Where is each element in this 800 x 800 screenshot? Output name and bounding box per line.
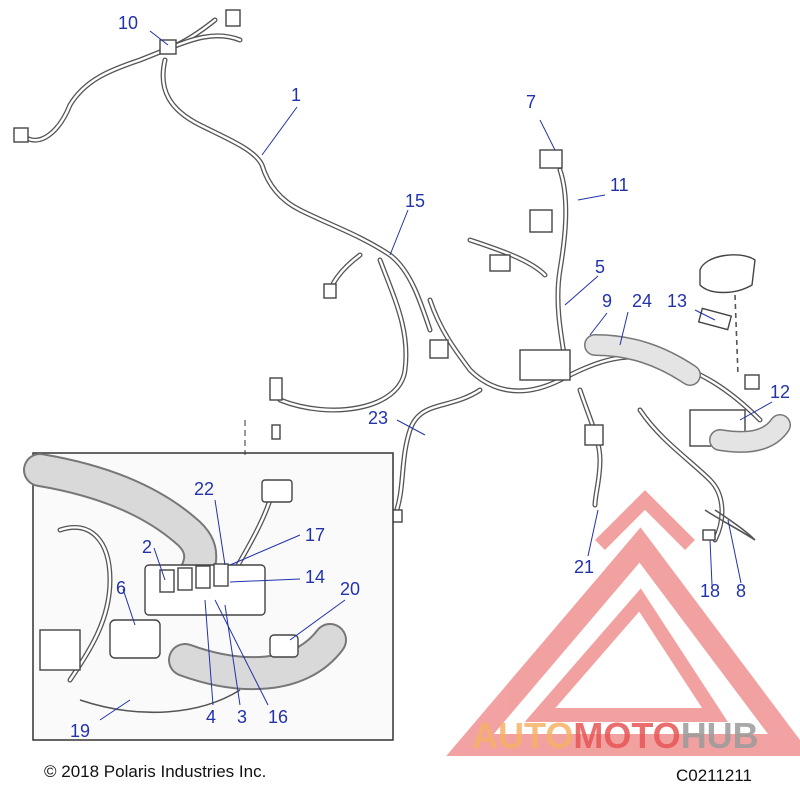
watermark-text: AUTOMOTOHUB bbox=[472, 715, 759, 756]
fuse-box-cover bbox=[697, 254, 756, 376]
callout-8: 8 bbox=[736, 581, 746, 601]
watermark-part2: MOTO bbox=[573, 715, 680, 756]
watermark-part1: AUTO bbox=[472, 715, 573, 756]
callout-19: 19 bbox=[70, 721, 90, 741]
callout-18: 18 bbox=[700, 581, 720, 601]
svg-text:AUTOMOTOHUB: AUTOMOTOHUB bbox=[472, 715, 759, 756]
copyright-text: © 2018 Polaris Industries Inc. bbox=[44, 762, 267, 781]
callout-7: 7 bbox=[526, 92, 536, 112]
callout-2: 2 bbox=[142, 537, 152, 557]
diagram-code: C0211211 bbox=[676, 766, 752, 785]
inset-detail bbox=[23, 420, 394, 741]
callout-11: 11 bbox=[610, 175, 629, 195]
callout-4: 4 bbox=[206, 707, 216, 727]
callout-12: 12 bbox=[770, 382, 790, 402]
watermark-logo bbox=[446, 490, 800, 756]
leader-lines bbox=[99, 30, 773, 721]
callout-23: 23 bbox=[368, 408, 388, 428]
callout-labels: 1 2 3 4 5 6 7 8 9 10 11 12 13 14 15 16 1… bbox=[70, 13, 790, 741]
callout-1: 1 bbox=[291, 85, 301, 105]
callout-22: 22 bbox=[194, 479, 214, 499]
main-harness-upper bbox=[13, 9, 433, 440]
watermark-part3: HUB bbox=[681, 715, 759, 756]
callout-14: 14 bbox=[305, 567, 325, 587]
callout-20: 20 bbox=[340, 579, 360, 599]
callout-24: 24 bbox=[632, 291, 652, 311]
callout-15: 15 bbox=[405, 191, 425, 211]
main-harness-center bbox=[387, 149, 791, 543]
callout-21: 21 bbox=[574, 557, 594, 577]
callout-13: 13 bbox=[667, 291, 687, 311]
callout-3: 3 bbox=[237, 707, 247, 727]
callout-10: 10 bbox=[118, 13, 138, 33]
callout-9: 9 bbox=[602, 291, 612, 311]
callout-17: 17 bbox=[305, 525, 325, 545]
callout-16: 16 bbox=[268, 707, 288, 727]
callout-5: 5 bbox=[595, 257, 605, 277]
callout-6: 6 bbox=[116, 578, 126, 598]
